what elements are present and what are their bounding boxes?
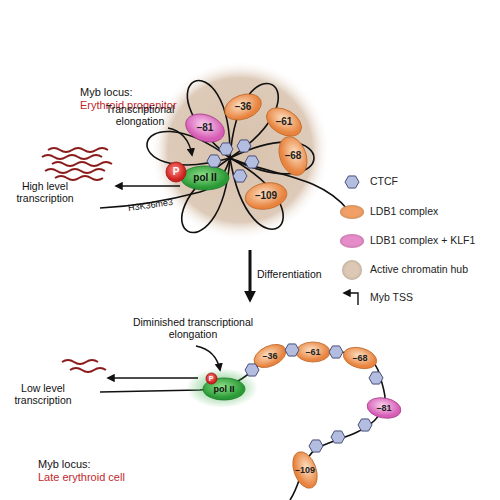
legend-text: LDB1 complex — [370, 205, 438, 217]
node-ellipse — [250, 340, 289, 372]
enhancer-ellipse: –68 — [342, 347, 378, 369]
chromatin-loop — [230, 158, 283, 229]
phospho-circle: P — [165, 161, 187, 183]
node-label: –68 — [285, 151, 302, 161]
transcript-wave — [55, 176, 103, 180]
cell-stage-label: Late erythroid cell — [38, 471, 125, 484]
elongation-arrow — [196, 346, 220, 370]
transition-label: Differentiation — [257, 268, 322, 280]
legend-text: CTCF — [370, 175, 398, 187]
legend-text: Myb TSS — [370, 291, 413, 303]
ctcf-hexagon — [219, 143, 233, 155]
node-label: pol II — [193, 173, 216, 183]
node-label: P — [173, 167, 180, 177]
locus-label: Myb locus: — [38, 458, 91, 471]
node-label: pol II — [214, 385, 235, 394]
polymerase-glow — [186, 368, 258, 408]
ctcf-hexagon — [331, 431, 345, 443]
legend-tss-arrow — [344, 293, 358, 305]
chromatin-hub — [150, 60, 330, 240]
enhancer-ellipse: –68 — [272, 142, 314, 170]
node-ellipse — [262, 102, 307, 142]
node-ellipse — [203, 378, 245, 400]
ctcf-sites — [207, 140, 383, 452]
node-ellipse — [341, 344, 379, 372]
node-label: –68 — [352, 354, 367, 363]
polymerase-ellipse: pol II — [180, 165, 230, 191]
enhancer-ellipse: –61 — [295, 341, 331, 363]
transcript-wave — [52, 162, 112, 166]
ctcf-hexagon — [309, 440, 323, 452]
process-label: Diminished transcriptional elongation — [118, 316, 268, 340]
ctcf-hexagon — [329, 346, 343, 358]
enhancer-klf1-ellipse: –81 — [184, 114, 226, 142]
legend-swatch — [340, 234, 364, 248]
node-ellipse — [296, 342, 330, 362]
output-label: High level transcription — [6, 180, 84, 204]
node-label: –61 — [305, 348, 320, 357]
node-ellipse — [181, 166, 229, 190]
enhancer-ellipse: –61 — [264, 109, 304, 135]
legend-ctcf-hexagon — [345, 176, 359, 188]
node-label: –36 — [262, 352, 277, 361]
transcript-wave — [70, 368, 106, 372]
legend-text: Active chromatin hub — [370, 263, 468, 275]
node-label: –36 — [235, 102, 252, 112]
enhancer-ellipse: –109 — [244, 182, 288, 210]
enhancer-klf1-ellipse: –81 — [366, 397, 402, 419]
transcript-wave — [42, 155, 102, 159]
enhancer-ellipse: –109 — [285, 458, 325, 482]
phospho-circle: P — [205, 372, 218, 385]
enhancer-ellipse: –36 — [252, 345, 288, 367]
transcription-arrow — [108, 377, 198, 378]
node-ellipse — [182, 109, 228, 147]
node-label: –109 — [255, 191, 277, 201]
ctcf-hexagon — [233, 170, 247, 182]
node-label: P — [209, 375, 214, 382]
chromatin-loops — [100, 81, 385, 500]
ctcf-hexagon — [207, 155, 221, 167]
node-label: –61 — [276, 117, 293, 127]
ctcf-hexagon — [245, 156, 259, 168]
node-ellipse — [366, 395, 403, 421]
node-ellipse — [274, 133, 312, 179]
node-label: –81 — [197, 123, 214, 133]
node-ellipse — [243, 180, 289, 213]
ctcf-hexagon — [358, 419, 372, 431]
histone-mark-label: H3K36me3 — [127, 197, 173, 214]
transcript-wave — [48, 148, 108, 152]
legend-swatch — [342, 260, 362, 280]
differentiation-arrow — [249, 250, 252, 298]
node-ellipse — [206, 373, 217, 384]
node-ellipse — [166, 162, 186, 182]
legend-text: LDB1 complex + KLF1 — [370, 234, 475, 246]
locus-label: Myb locus: — [80, 86, 133, 99]
process-label: Transcriptional elongation — [100, 103, 180, 127]
chromatin-fiber — [100, 351, 385, 500]
arrows — [108, 128, 358, 378]
node-label: –109 — [295, 466, 315, 475]
transcript-wave — [62, 360, 98, 364]
transcript-wave — [45, 169, 105, 173]
output-label: Low level transcription — [4, 382, 82, 406]
ctcf-hexagon — [237, 140, 251, 152]
legend-swatch — [340, 205, 364, 219]
transcription-arrow — [116, 185, 180, 186]
node-ellipse — [288, 448, 322, 491]
node-ellipse — [221, 89, 265, 125]
enhancer-ellipse: –36 — [223, 94, 263, 120]
node-label: –81 — [376, 404, 391, 413]
ctcf-hexagon — [369, 372, 383, 384]
